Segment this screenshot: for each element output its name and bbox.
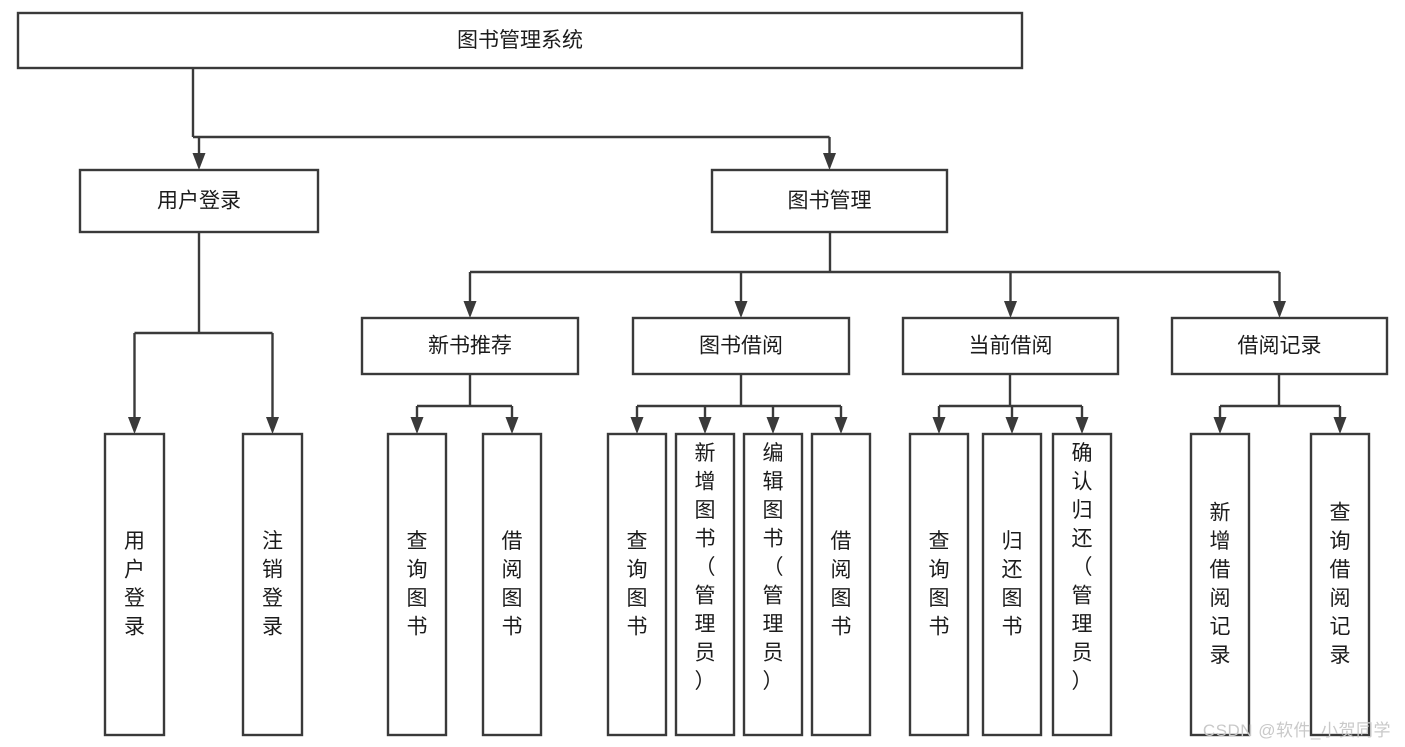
node-label-leaf_0: 用户登录: [124, 530, 145, 639]
node-l2_2[interactable]: 当前借阅: [901, 316, 1120, 376]
connector-group-new-book-to-leaves: [410, 374, 519, 434]
connector-group-root-to-level1: [191, 68, 836, 170]
node-leaf_8[interactable]: 查询图书: [908, 432, 970, 737]
node-leaf_4[interactable]: 查询图书: [606, 432, 668, 737]
node-leaf_2[interactable]: 查询图书: [386, 432, 448, 737]
node-label-leaf_1: 注销登录: [262, 530, 283, 639]
node-label-leaf_12: 查询借阅记录: [1330, 501, 1351, 667]
node-l2_1[interactable]: 图书借阅: [631, 316, 851, 376]
node-leaf_3[interactable]: 借阅图书: [481, 432, 543, 737]
node-label-leaf_3: 借阅图书: [502, 530, 523, 639]
node-label-l2_3: 借阅记录: [1238, 335, 1322, 358]
connector-group-book-borrow-to-leaves: [630, 374, 848, 434]
node-leaf_10[interactable]: 确认归还（管理员）: [1051, 432, 1113, 737]
connector-group-borrow-record-to-leaves: [1213, 374, 1347, 434]
node-root[interactable]: 图书管理系统: [16, 11, 1024, 70]
node-label-l2_2: 当前借阅: [969, 335, 1053, 358]
node-label-root: 图书管理系统: [457, 29, 583, 52]
node-leaf_6[interactable]: 编辑图书（管理员）: [742, 432, 804, 737]
node-l1_1[interactable]: 图书管理: [710, 168, 949, 234]
node-label-leaf_6: 编辑图书（管理员）: [763, 442, 784, 693]
node-label-leaf_5: 新增图书（管理员）: [695, 442, 716, 693]
node-label-leaf_8: 查询图书: [929, 530, 950, 639]
node-label-l1_1: 图书管理: [788, 190, 872, 213]
node-layer: 图书管理系统用户登录图书管理新书推荐图书借阅当前借阅借阅记录用户登录注销登录查询…: [16, 11, 1389, 737]
connector-group-current-borrow-to-leaves: [932, 374, 1089, 434]
node-l2_3[interactable]: 借阅记录: [1170, 316, 1389, 376]
node-leaf_11[interactable]: 新增借阅记录: [1189, 432, 1251, 737]
node-leaf_7[interactable]: 借阅图书: [810, 432, 872, 737]
node-leaf_1[interactable]: 注销登录: [241, 432, 304, 737]
node-l2_0[interactable]: 新书推荐: [360, 316, 580, 376]
node-leaf_12[interactable]: 查询借阅记录: [1309, 432, 1371, 737]
node-label-leaf_11: 新增借阅记录: [1210, 501, 1231, 667]
connector-layer: [128, 68, 1347, 434]
node-label-l2_1: 图书借阅: [699, 335, 783, 358]
node-label-leaf_4: 查询图书: [627, 530, 648, 639]
node-label-l2_0: 新书推荐: [428, 335, 512, 358]
node-label-leaf_9: 归还图书: [1002, 530, 1023, 639]
connector-group-user-login-to-leaves: [128, 232, 279, 434]
node-leaf_9[interactable]: 归还图书: [981, 432, 1043, 737]
node-label-leaf_7: 借阅图书: [831, 530, 852, 639]
node-l1_0[interactable]: 用户登录: [78, 168, 320, 234]
node-label-leaf_2: 查询图书: [407, 530, 428, 639]
node-leaf_0[interactable]: 用户登录: [103, 432, 166, 737]
node-leaf_5[interactable]: 新增图书（管理员）: [674, 432, 736, 737]
node-label-leaf_10: 确认归还（管理员）: [1072, 442, 1093, 693]
node-label-l1_0: 用户登录: [157, 190, 241, 213]
connector-group-book-management-to-level2: [463, 232, 1286, 318]
